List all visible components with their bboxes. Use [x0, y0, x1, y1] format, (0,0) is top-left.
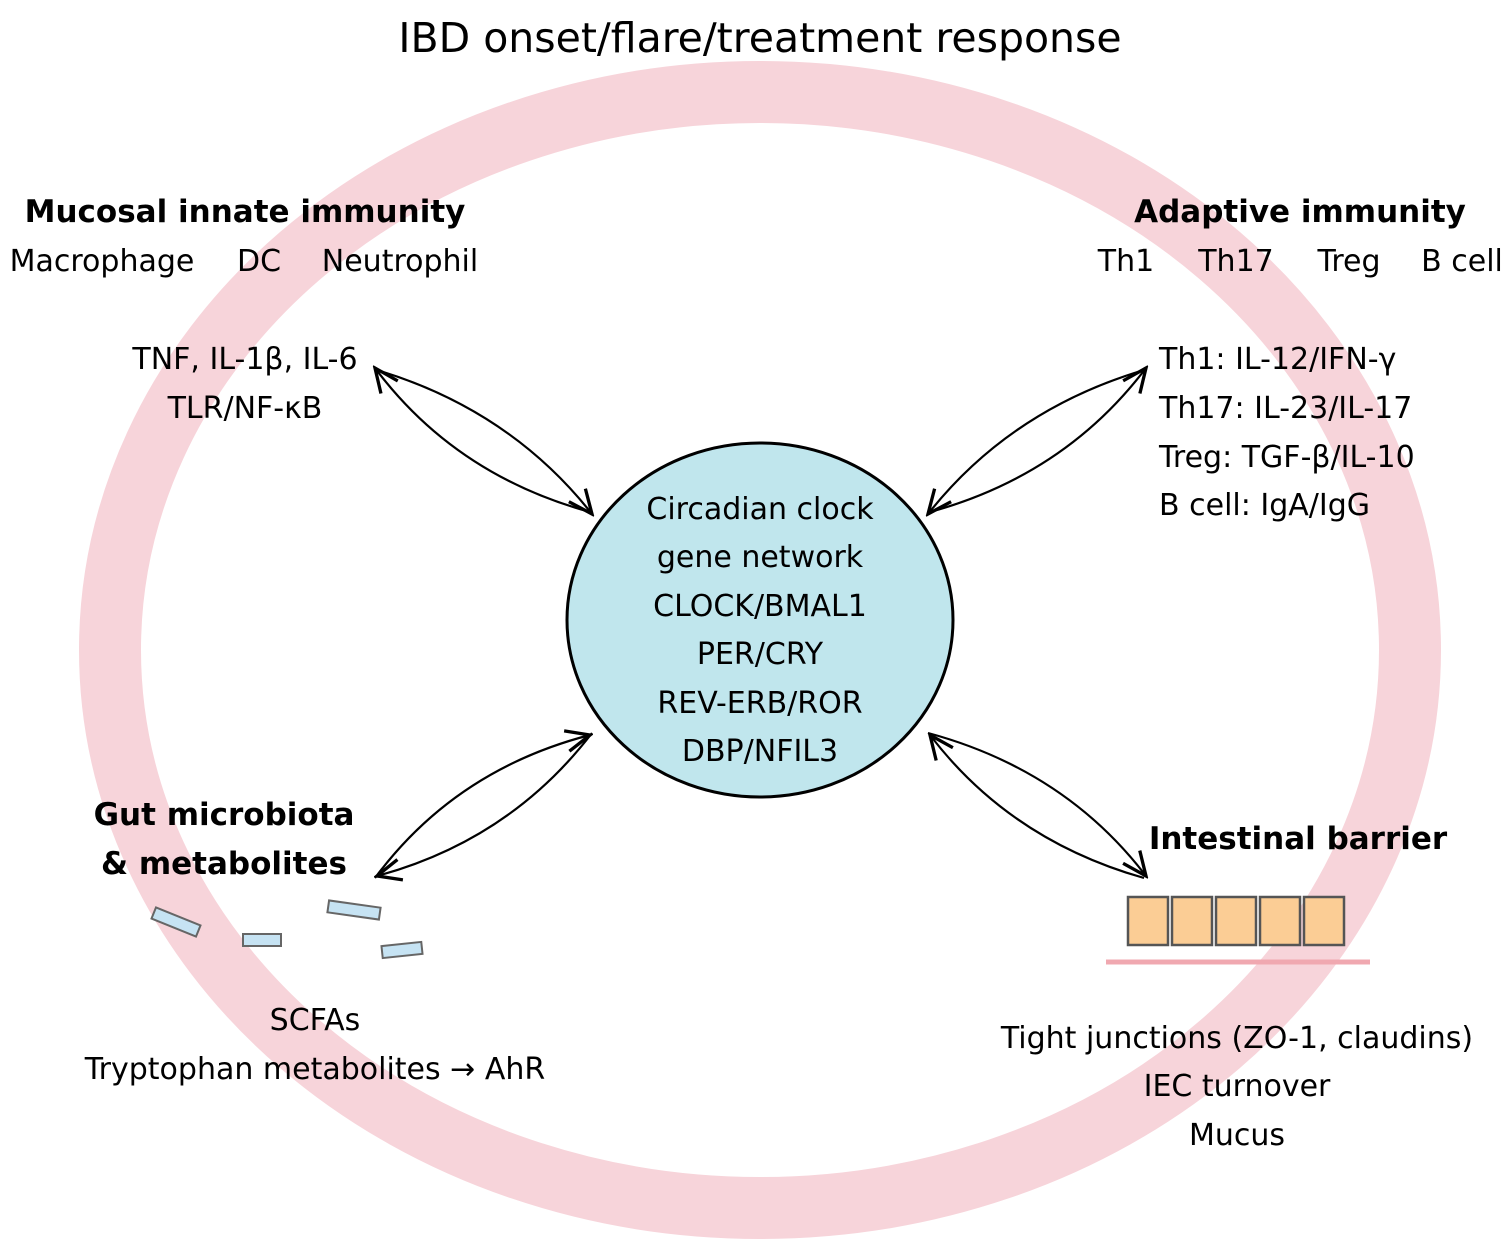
bacteria-icon — [150, 899, 424, 960]
epithelial-cells-icon — [1126, 895, 1346, 947]
microbiota-heading: & metabolites — [101, 846, 347, 882]
barrier-block: Intestinal barrier Tight junctions (ZO-1… — [1000, 821, 1473, 1153]
center-line: PER/CRY — [697, 637, 824, 672]
arrow-center-to-barrier — [927, 731, 1146, 876]
innate-mediator: TLR/NF-κB — [167, 391, 323, 426]
adaptive-immunity-block: Adaptive immunity Th1 Th17 Treg B cell T… — [1097, 194, 1503, 523]
innate-cell: DC — [237, 244, 281, 279]
microbiota-block: Gut microbiota & metabolites SCFAs Trypt… — [84, 797, 546, 1087]
bacterium — [150, 906, 202, 938]
arrow-adaptive-to-center — [928, 368, 1145, 514]
innate-immunity-block: Mucosal innate immunity Macrophage DC Ne… — [10, 194, 479, 426]
epithelial-cell — [1302, 895, 1346, 947]
adaptive-detail: Th17: IL-23/IL-17 — [1158, 391, 1412, 426]
epithelial-cell — [1170, 895, 1214, 947]
epithelial-cell — [1214, 895, 1258, 947]
arrow-microbiota-to-center — [374, 735, 590, 879]
innate-mediator: TNF, IL-1β, IL-6 — [131, 342, 357, 377]
innate-cell: Macrophage — [10, 244, 195, 279]
arrow-center-to-microbiota — [377, 732, 593, 876]
microbiota-detail: SCFAs — [270, 1003, 361, 1038]
arrow-center-to-adaptive — [929, 368, 1146, 514]
microbiota-heading: Gut microbiota — [94, 797, 355, 833]
center-line: Circadian clock — [646, 492, 874, 527]
barrier-detail: IEC turnover — [1144, 1069, 1331, 1104]
adaptive-cell: B cell — [1421, 244, 1503, 279]
circadian-clock-circle — [565, 441, 955, 799]
adaptive-cell: Treg — [1316, 244, 1380, 279]
bacterium — [380, 940, 424, 960]
adaptive-heading: Adaptive immunity — [1134, 194, 1466, 230]
adaptive-cell: Th17 — [1197, 244, 1274, 279]
adaptive-detail: B cell: IgA/IgG — [1159, 488, 1370, 523]
center-text: Circadian clock gene network CLOCK/BMAL1… — [646, 492, 874, 769]
bacterium — [326, 899, 382, 921]
adaptive-detail: Treg: TGF-β/IL-10 — [1158, 440, 1415, 475]
arrow-innate-to-center — [376, 368, 592, 514]
adaptive-cell: Th1 — [1097, 244, 1154, 279]
diagram-title: IBD onset/flare/treatment response — [398, 14, 1121, 62]
arrow-barrier-to-center — [930, 735, 1145, 880]
center-line: gene network — [657, 540, 864, 575]
barrier-heading: Intestinal barrier — [1149, 821, 1448, 857]
arrow-center-to-innate — [375, 368, 591, 514]
adaptive-detail: Th1: IL-12/IFN-γ — [1158, 342, 1396, 377]
innate-heading: Mucosal innate immunity — [25, 194, 466, 230]
center-line: REV-ERB/ROR — [657, 686, 862, 721]
arrows — [375, 368, 1146, 878]
outer-ring — [79, 61, 1441, 1239]
bacterium — [242, 933, 282, 947]
microbiota-detail: Tryptophan metabolites → AhR — [84, 1052, 546, 1087]
center-line: CLOCK/BMAL1 — [653, 589, 867, 624]
epithelial-cell — [1126, 895, 1170, 947]
innate-cell: Neutrophil — [322, 244, 478, 279]
center-line: DBP/NFIL3 — [682, 734, 838, 769]
barrier-detail: Tight junctions (ZO-1, claudins) — [1000, 1021, 1473, 1056]
barrier-detail: Mucus — [1189, 1118, 1285, 1153]
epithelial-cell — [1258, 895, 1302, 947]
